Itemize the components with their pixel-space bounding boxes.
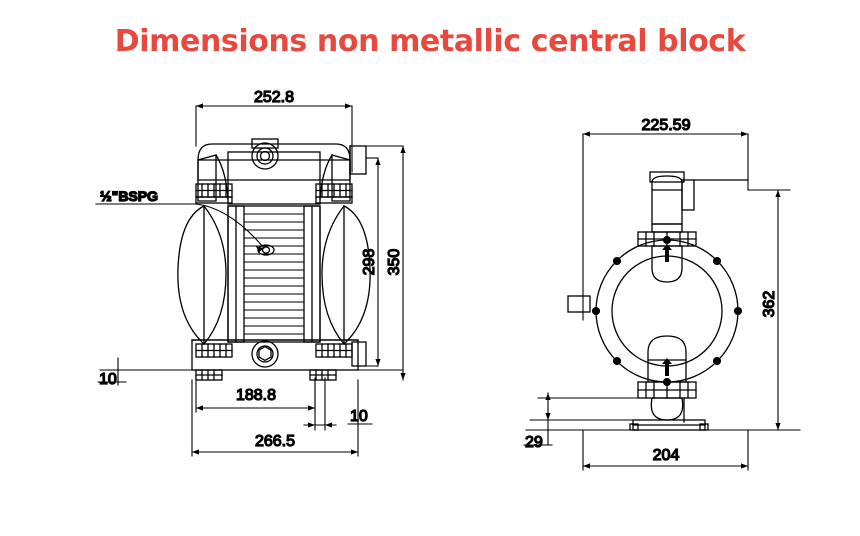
dim-label-204: 204 [653, 447, 680, 464]
base-assembly-side [629, 397, 709, 431]
mount-foot-left [195, 369, 223, 381]
dimension-overall-height-side [707, 189, 791, 431]
bspg-leader-line [95, 203, 265, 253]
dim-label-29: 29 [525, 434, 543, 451]
port-thread-label: ½"BSPG [100, 188, 158, 204]
dim-label-350: 350 [386, 249, 403, 276]
outlet-stack-side [649, 171, 749, 233]
central-block-front [227, 205, 321, 343]
dim-label-225-59: 225.59 [642, 117, 691, 134]
dim-label-266-5: 266.5 [255, 433, 295, 450]
dimension-inner-height-front [359, 157, 381, 367]
mount-foot-right [309, 369, 337, 381]
side-elevation-view: 225.59 [523, 116, 801, 471]
side-stub-left [567, 295, 591, 313]
central-block-ribs [243, 213, 305, 335]
dimension-base-offset-29 [523, 392, 641, 446]
dimension-base-width-266-5 [191, 379, 359, 457]
front-elevation-view: 252.8 [95, 88, 406, 457]
dim-label-188-8: 188.8 [236, 387, 276, 404]
dimension-base-width-204 [582, 429, 749, 471]
dimension-foot-left-10 [97, 357, 127, 386]
dim-label-10-right: 10 [350, 408, 368, 425]
upper-nozzle-side [651, 244, 683, 283]
dim-label-362: 362 [761, 291, 778, 318]
dimension-top-width-side [582, 131, 749, 321]
upper-clamp-band-left [195, 183, 233, 204]
lower-clamp-band-left [195, 343, 233, 358]
dim-label-10-left: 10 [99, 371, 117, 388]
dimension-top-width-front [195, 103, 353, 173]
diaphragm-chamber-left [177, 205, 227, 345]
lower-nozzle-side [647, 335, 687, 383]
top-center-boss-front [251, 138, 279, 170]
dimension-overall-height-front [365, 145, 406, 381]
dimension-foot-right-10 [303, 377, 373, 431]
dim-label-252-8: 252.8 [254, 89, 294, 106]
page-title: Dimensions non metallic central block [114, 24, 746, 59]
upper-manifold-front [197, 143, 367, 205]
upper-clamp-band-right [315, 183, 353, 204]
dim-label-298: 298 [361, 249, 378, 276]
bottom-flange-clamp-side [637, 381, 697, 399]
diaphragm-chamber-right [321, 205, 371, 345]
lower-clamp-band-right [315, 343, 353, 358]
